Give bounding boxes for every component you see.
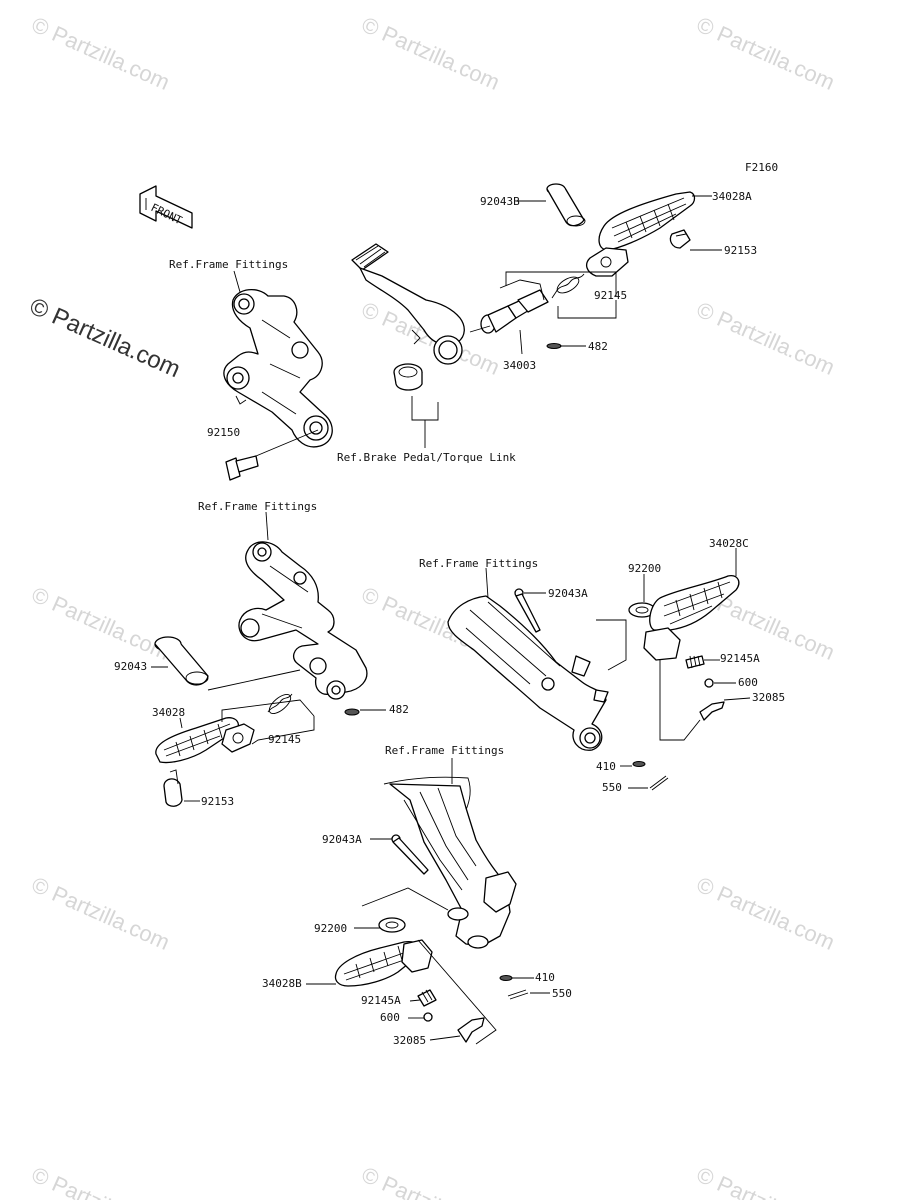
watermark-6: © Partzilla.com: [28, 582, 174, 665]
footpeg-34028A: [585, 191, 696, 277]
label-34028A: 34028A: [712, 190, 752, 203]
middle-right-bracket: [447, 595, 609, 751]
leader-ref-brake: [411, 396, 439, 448]
footpeg-34028: [155, 717, 255, 764]
label-92153-mid: 92153: [201, 795, 234, 808]
label-ref-frame-2: Ref.Frame Fittings: [198, 500, 317, 513]
label-92153-top: 92153: [724, 244, 757, 257]
middle-left-bracket: [238, 541, 368, 700]
label-34028C: 34028C: [709, 537, 749, 550]
pin-92043A-right: [514, 588, 541, 633]
cotter-pin-550-right: [649, 775, 669, 791]
leader-bracket-bottom: [361, 887, 497, 1045]
leader-34028: [179, 717, 183, 729]
label-ref-brake: Ref.Brake Pedal/Torque Link: [337, 451, 516, 464]
watermark-11: © Partzilla.com: [28, 1162, 174, 1200]
watermark-10: © Partzilla.com: [693, 872, 839, 955]
spring-92145-mid: [267, 693, 293, 714]
label-32085-right: 32085: [752, 691, 785, 704]
footpeg-34028B: [334, 939, 433, 987]
bolt-92150: [225, 429, 319, 481]
front-arrow-icon: FRONT: [139, 185, 193, 229]
label-92145-top: 92145: [594, 289, 627, 302]
label-92145A-bottom: 92145A: [361, 994, 401, 1007]
circlip-410-right: [632, 761, 646, 767]
circlip-482-mid: [344, 708, 360, 716]
label-482-mid: 482: [389, 703, 409, 716]
label-92043A-right: 92043A: [548, 587, 588, 600]
circlip-410-bottom: [499, 975, 513, 981]
pivot-shaft-34003: [480, 289, 549, 334]
leader-92145A-bottom: [409, 999, 421, 1002]
pin-92043: [154, 636, 209, 686]
washer-92200-bottom: [378, 917, 406, 933]
label-92200-bottom: 92200: [314, 922, 347, 935]
label-ref-frame-1: Ref.Frame Fittings: [169, 258, 288, 271]
pin-92043A-bottom: [391, 834, 429, 875]
ball-92153-mid: [163, 769, 183, 807]
leader-pin-line: [207, 669, 301, 691]
watermark-2: © Partzilla.com: [358, 12, 504, 95]
stopper-32085-bottom: [457, 1017, 485, 1043]
watermark-1: © Partzilla.com: [28, 12, 174, 95]
stopper-32085-right: [699, 701, 725, 721]
side-watermark: © Partzilla.com: [26, 293, 185, 383]
label-600-right: 600: [738, 676, 758, 689]
leader-ref-frame-1: [233, 270, 241, 293]
spring-92145A-bottom: [417, 989, 437, 1007]
figure-code: F2160: [745, 161, 778, 174]
label-550-right: 550: [602, 781, 622, 794]
watermark-3: © Partzilla.com: [693, 12, 839, 95]
leader-ref-frame-3: [485, 567, 489, 599]
spring-92145A-right: [685, 655, 705, 669]
pin-92043B: [546, 183, 586, 227]
leader-bracket-right: [596, 619, 701, 741]
leader-shaft: [469, 279, 545, 333]
label-600-bottom: 600: [380, 1011, 400, 1024]
watermark-12: © Partzilla.com: [358, 1162, 504, 1200]
label-410-right: 410: [596, 760, 616, 773]
leader-bracket-top: [505, 271, 617, 319]
label-34028B: 34028B: [262, 977, 302, 990]
leader-ref-frame-2: [265, 511, 269, 541]
label-92043B: 92043B: [480, 195, 520, 208]
label-34003: 34003: [503, 359, 536, 372]
label-482-top: 482: [588, 340, 608, 353]
bushing: [393, 363, 423, 391]
watermark-13: © Partzilla.com: [693, 1162, 839, 1200]
cotter-pin-550-bottom: [507, 989, 529, 1000]
label-92145-mid: 92145: [268, 733, 301, 746]
label-32085-bottom: 32085: [393, 1034, 426, 1047]
bottom-bracket: [383, 776, 517, 949]
label-34028: 34028: [152, 706, 185, 719]
leader-32085-bottom: [429, 1035, 461, 1041]
watermark-9: © Partzilla.com: [28, 872, 174, 955]
top-left-bracket: [223, 289, 333, 448]
spring-92145-top: [551, 273, 585, 299]
ball-600-right: [704, 678, 714, 688]
leader-32085-right: [723, 697, 751, 701]
ball-600-bottom: [423, 1012, 433, 1022]
label-92145A-right: 92145A: [720, 652, 760, 665]
footpeg-34028C: [643, 575, 740, 661]
leader-bracket-mid: [221, 699, 315, 745]
brake-pedal: [351, 243, 465, 365]
label-92200-right: 92200: [628, 562, 661, 575]
label-ref-frame-4: Ref.Frame Fittings: [385, 744, 504, 757]
label-92150: 92150: [207, 426, 240, 439]
circlip-482-top: [546, 343, 562, 349]
label-550-bottom: 550: [552, 987, 572, 1000]
label-ref-frame-3: Ref.Frame Fittings: [419, 557, 538, 570]
watermark-5: © Partzilla.com: [693, 297, 839, 380]
leader-34003: [519, 329, 523, 355]
label-92043A-bottom: 92043A: [322, 833, 362, 846]
label-410-bottom: 410: [535, 971, 555, 984]
label-92043: 92043: [114, 660, 147, 673]
ball-92153-top: [669, 229, 691, 249]
